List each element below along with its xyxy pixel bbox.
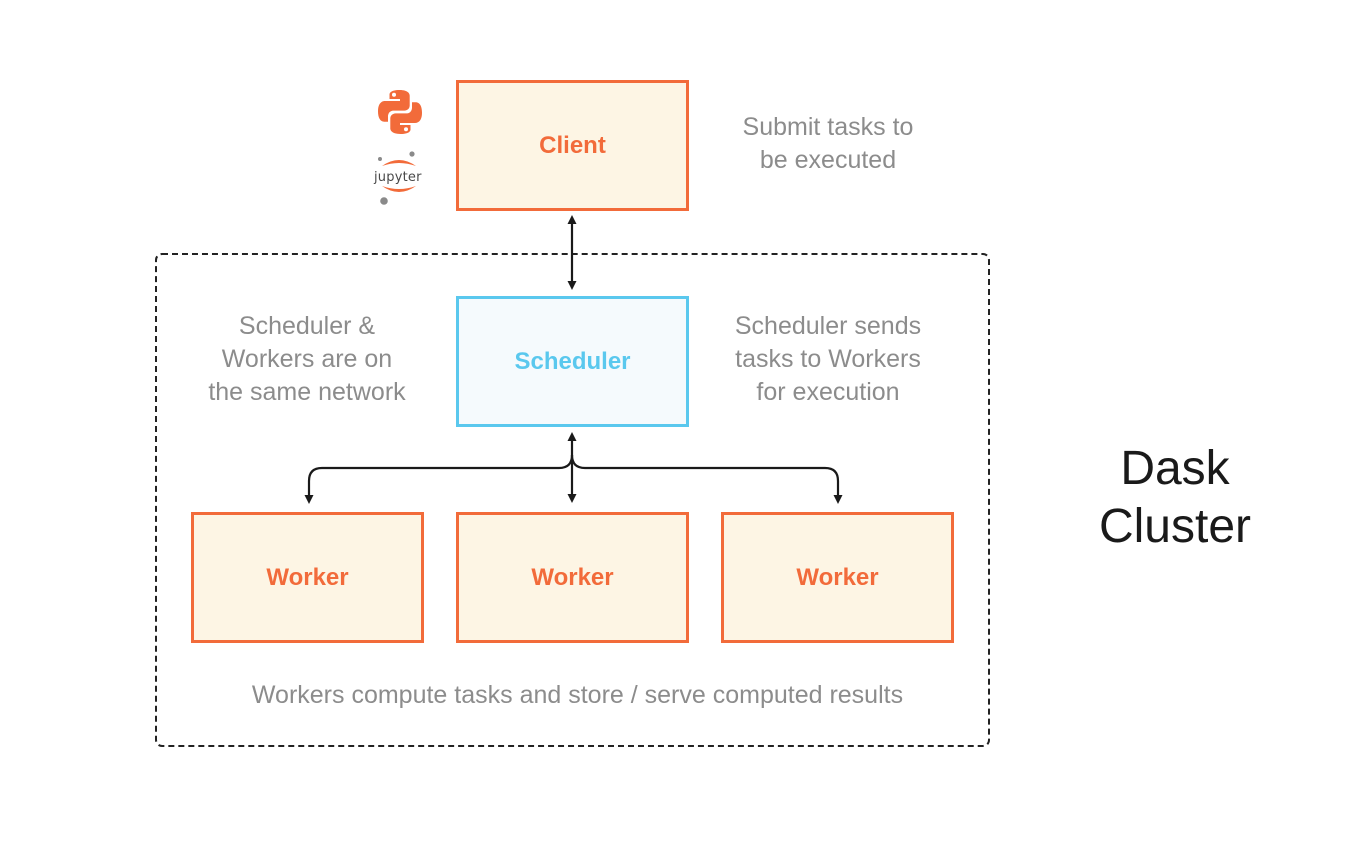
arrowhead-down xyxy=(304,495,314,504)
dask-cluster-title-line: Dask xyxy=(1120,442,1230,495)
scheduler-box: Scheduler xyxy=(456,296,689,427)
workers-compute-note-text: Workers compute tasks and store / serve … xyxy=(251,681,904,709)
arrowhead-up xyxy=(567,432,577,441)
client-label: Client xyxy=(539,131,606,159)
jupyter-logo-text: jupyter xyxy=(374,170,422,185)
scheduler-sends-note-line: for execution xyxy=(756,378,900,406)
worker-label: Worker xyxy=(796,563,879,591)
scheduler-network-note-line: Scheduler & xyxy=(238,312,376,340)
client-description-line: be executed xyxy=(759,146,897,174)
worker-box: Worker xyxy=(721,512,954,643)
worker-box: Worker xyxy=(456,512,689,643)
arrowhead-down xyxy=(567,281,577,290)
scheduler-right-worker-connector xyxy=(570,454,840,497)
client-box: Client xyxy=(456,80,689,211)
python-logo-icon xyxy=(378,90,422,134)
dask-cluster-title-line: Cluster xyxy=(1098,500,1252,553)
worker-label: Worker xyxy=(266,563,349,591)
scheduler-sends-note-line: Scheduler sends xyxy=(734,312,922,340)
scheduler-network-note-line: Workers are on xyxy=(221,345,393,373)
scheduler-left-worker-connector xyxy=(307,454,574,497)
scheduler-sends-note-line: tasks to Workers xyxy=(735,345,921,373)
arrowhead-up xyxy=(567,215,577,224)
client-description-line: Submit tasks to xyxy=(742,113,914,141)
scheduler-network-note: Scheduler & Workers are on the same netw… xyxy=(180,310,434,409)
jupyter-logo-icon xyxy=(378,151,416,205)
arrowhead-down xyxy=(833,495,843,504)
scheduler-label: Scheduler xyxy=(514,347,631,375)
scheduler-sends-note: Scheduler sends tasks to Workers for exe… xyxy=(700,310,956,409)
dask-cluster-title: Dask Cluster xyxy=(1080,440,1270,556)
scheduler-network-note-line: the same network xyxy=(208,378,406,406)
arrowhead-down xyxy=(567,494,577,503)
worker-box: Worker xyxy=(191,512,424,643)
workers-compute-note: Workers compute tasks and store / serve … xyxy=(155,679,1000,712)
worker-label: Worker xyxy=(531,563,614,591)
client-description: Submit tasks to be executed xyxy=(700,111,956,177)
